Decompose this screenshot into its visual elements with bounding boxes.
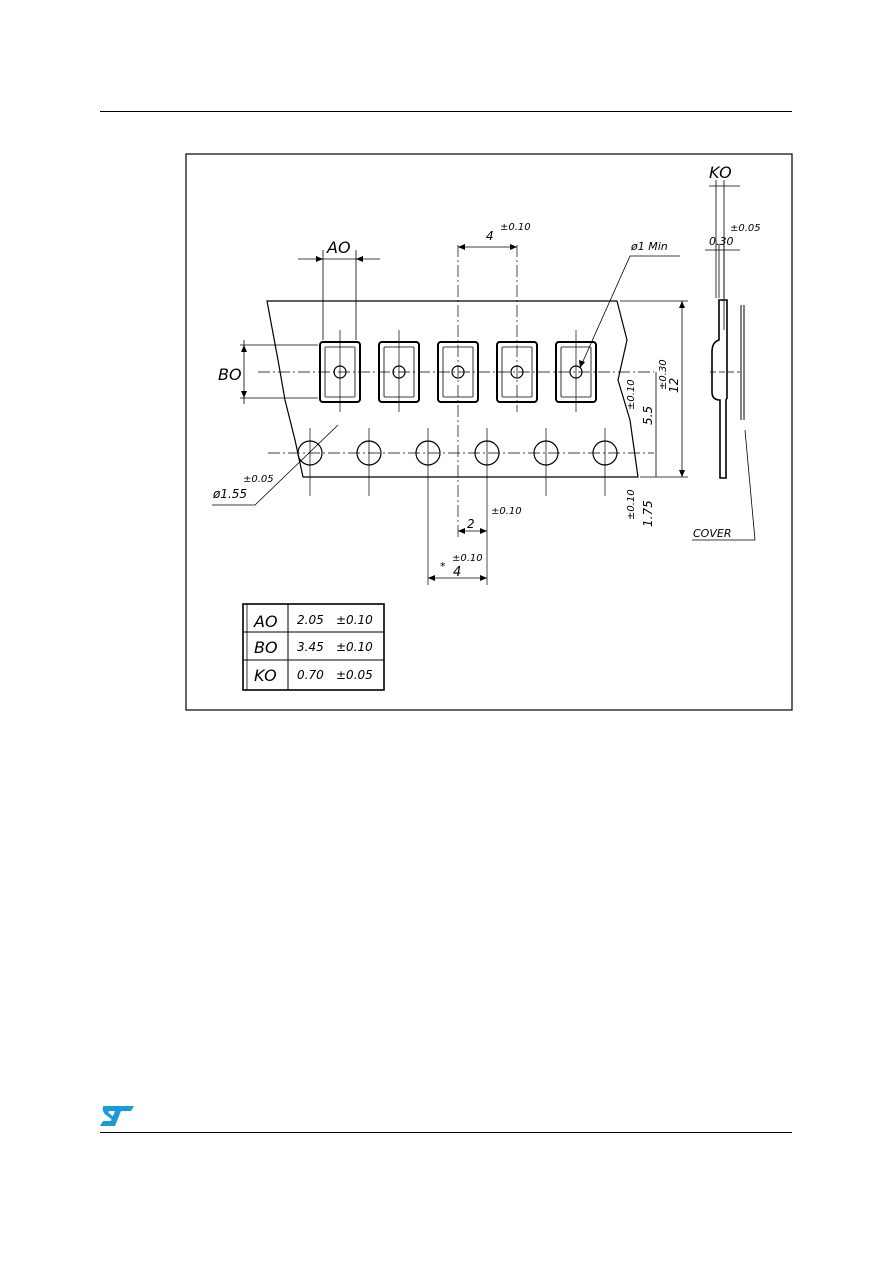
table-tol-ao: ±0.10 [336,613,373,627]
sprocket-dia: ø1.55 [212,487,247,501]
pitch-tol: ±0.10 [500,222,531,233]
hole-to-pocket: 5.5 [641,406,655,425]
drawing-frame [185,153,793,711]
cover-label: COVER [693,527,731,540]
ao-label: AO [326,238,351,257]
table-tol-ko: ±0.05 [336,668,373,682]
side-profile [710,299,745,479]
table-value-ao: 2.05 [297,613,324,627]
edge-to-hole-tol: ±0.10 [626,489,637,520]
table-value-bo: 3.45 [297,640,324,654]
footer-rule [100,1132,792,1133]
dimension-table: AO 2.05 ±0.10 BO 3.45 ±0.10 KO 0.70 ±0.0… [242,603,385,691]
dimension-lines [212,180,756,579]
sprocket-pitch-star: * [440,560,446,573]
hole-min-label: ø1 Min [630,240,668,253]
table-dim-ko: KO [254,666,277,685]
edge-to-hole: 1.75 [641,500,655,527]
tape-outline [266,300,639,478]
ko-label: KO [709,163,732,182]
table-dim-bo: BO [254,638,278,657]
pitch-value: 4 [486,229,494,243]
arrowheads [241,244,685,581]
tape-width-tol: ±0.30 [658,359,669,390]
hole-to-pocket-tol: ±0.10 [626,379,637,410]
sprocket-tol: ±0.05 [243,474,274,485]
bo-label: BO [218,365,242,384]
table-value-ko: 0.70 [297,668,324,682]
center-lines [258,245,654,585]
sprocket-pitch-tol: ±0.10 [452,553,483,564]
ko-tol: ±0.05 [730,223,761,234]
cover-thickness: 0.30 [709,235,734,248]
st-logo [100,1106,134,1126]
half-pitch: 2 [467,517,475,531]
half-pitch-tol: ±0.10 [491,506,522,517]
table-tol-bo: ±0.10 [336,640,373,654]
table-dim-ao: AO [253,612,278,631]
header-rule [100,111,792,112]
tape-width: 12 [667,378,681,393]
sprocket-pitch: 4 [453,565,461,580]
